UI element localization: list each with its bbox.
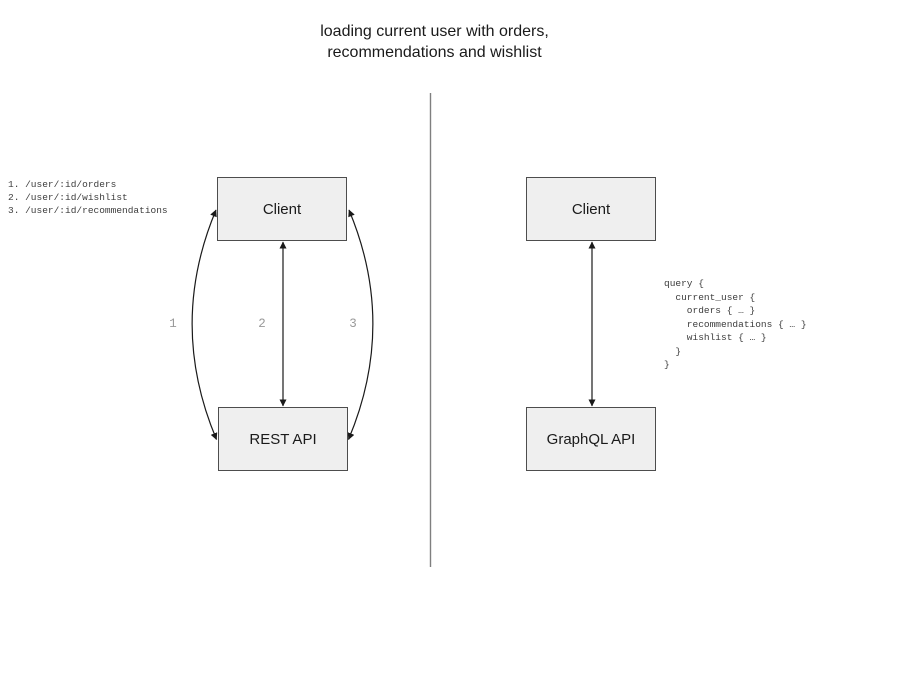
rest-api-label: REST API — [249, 430, 317, 448]
rest-endpoint-orders: 1. /user/:id/orders — [8, 179, 117, 190]
arrow-label-2: 2 — [258, 317, 266, 331]
rest-api-box: REST API — [218, 407, 348, 471]
query-line-recommendations: recommendations { … } — [664, 318, 807, 330]
rest-arrow-1-orders — [191, 209, 218, 440]
diagram-title-line-2: recommendations and wishlist — [327, 44, 542, 61]
arrow-label-3: 3 — [349, 317, 357, 331]
arrow-label-1: 1 — [169, 317, 177, 331]
rest-client-box: Client — [217, 177, 347, 241]
query-line-open: query { — [664, 278, 704, 289]
graphql-api-label: GraphQL API — [546, 430, 636, 448]
rest-endpoint-recommendations: 3. /user/:id/recommendations — [8, 205, 168, 216]
rest-client-label: Client — [262, 200, 302, 218]
query-line-close-inner: } — [664, 345, 682, 357]
rest-arrow-3-recommendations — [347, 209, 374, 440]
query-line-wishlist: wishlist { … } — [664, 332, 767, 343]
graphql-client-label: Client — [571, 200, 611, 218]
query-line-close-outer: } — [664, 359, 670, 370]
rest-endpoint-list: 1. /user/:id/orders 2. /user/:id/wishlis… — [8, 178, 168, 217]
rest-endpoint-wishlist: 2. /user/:id/wishlist — [8, 192, 128, 203]
diagram-title-line-1: loading current user with orders, — [320, 23, 549, 40]
graphql-api-box: GraphQL API — [526, 407, 656, 471]
graphql-query-snippet: query { current_user { orders { … } reco… — [664, 277, 807, 372]
query-line-orders: orders { … } — [664, 305, 756, 316]
query-line-current-user: current_user { — [664, 291, 756, 303]
graphql-client-box: Client — [526, 177, 656, 241]
diagram-title: loading current user with orders, recomm… — [0, 21, 869, 63]
